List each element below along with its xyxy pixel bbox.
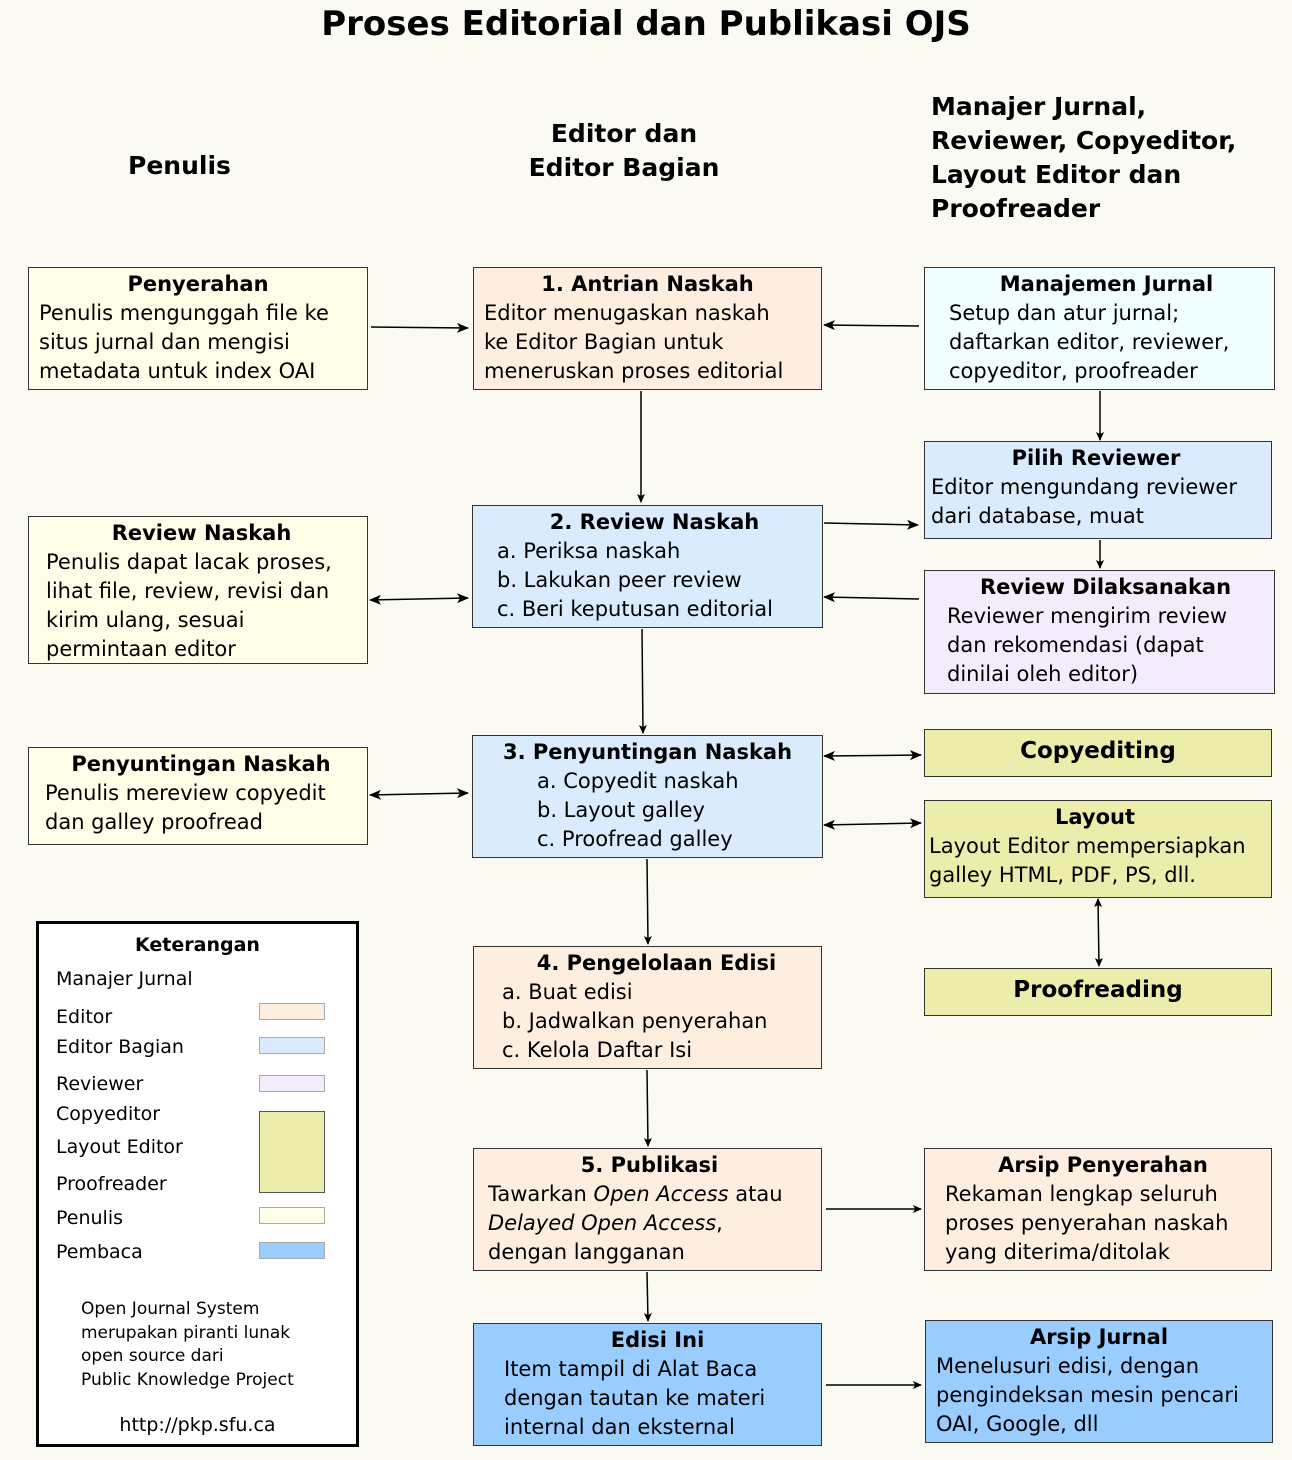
box-body: Editor mengundang reviewer dari database… bbox=[931, 475, 1237, 528]
box-body: Setup dan atur jurnal; daftarkan editor,… bbox=[949, 301, 1230, 383]
box-body: Reviewer mengirim review dan rekomendasi… bbox=[947, 604, 1228, 686]
box-title: Edisi Ini bbox=[610, 1328, 705, 1352]
legend-swatch-penulis bbox=[259, 1207, 325, 1224]
box-body: Penulis mengunggah file ke situs jurnal … bbox=[39, 301, 329, 383]
box-title: 3. Penyuntingan Naskah bbox=[502, 740, 793, 764]
arrow bbox=[823, 320, 920, 331]
box-proofreading: Proofreading bbox=[924, 968, 1272, 1016]
box-body: Menelusuri edisi, dengan pengindeksan me… bbox=[936, 1354, 1239, 1436]
legend-note: Open Journal System merupakan piranti lu… bbox=[81, 1299, 294, 1390]
column-heading-manajer: Manajer Jurnal, Reviewer, Copyeditor, La… bbox=[931, 92, 1237, 223]
box-body: a. Copyedit naskah b. Layout galley c. P… bbox=[537, 769, 739, 851]
body-italic: Delayed Open Access bbox=[488, 1211, 717, 1235]
legend-swatch-copyeditor-layout-proofreader bbox=[259, 1111, 325, 1193]
arrow bbox=[643, 858, 652, 945]
box-body: a. Periksa naskah b. Lakukan peer review… bbox=[497, 539, 774, 621]
column-heading-editor: Editor dan Editor Bagian bbox=[528, 119, 720, 182]
arrow bbox=[369, 593, 469, 605]
legend-swatch-reviewer bbox=[259, 1075, 325, 1092]
body-italic: Open Access bbox=[593, 1182, 729, 1206]
box-title: Arsip Jurnal bbox=[1029, 1325, 1169, 1349]
arrow bbox=[369, 788, 469, 800]
legend-item: Copyeditor bbox=[56, 1103, 161, 1125]
box-pengelolaan-edisi: 4. Pengelolaan Edisi a. Buat edisi b. Jad… bbox=[473, 946, 822, 1069]
body-text: , bbox=[716, 1211, 723, 1235]
box-title: Review Dilaksanakan bbox=[979, 575, 1232, 599]
box-title: Copyediting bbox=[1020, 738, 1176, 764]
arrow bbox=[823, 818, 922, 830]
arrow bbox=[643, 1069, 652, 1147]
box-title: 2. Review Naskah bbox=[549, 510, 760, 534]
box-title: 4. Pengelolaan Edisi bbox=[536, 951, 777, 975]
arrow bbox=[370, 322, 469, 333]
box-body: Item tampil di Alat Baca dengan tautan k… bbox=[504, 1357, 766, 1439]
box-title: Review Naskah bbox=[111, 521, 292, 545]
legend-swatch-editor-bagian bbox=[259, 1037, 325, 1054]
box-title: 1. Antrian Naskah bbox=[541, 272, 754, 296]
box-body: Layout Editor mempersiapkan galley HTML,… bbox=[929, 834, 1246, 887]
box-review-naskah: 2. Review Naskah a. Periksa naskah b. Lak… bbox=[472, 505, 823, 628]
box-copyediting: Copyediting bbox=[924, 729, 1272, 777]
arrow bbox=[823, 519, 919, 530]
box-title: Arsip Penyerahan bbox=[998, 1153, 1208, 1177]
box-title: Penyerahan bbox=[127, 272, 269, 296]
box-title: Layout bbox=[1054, 805, 1135, 829]
box-title: Manajemen Jurnal bbox=[999, 272, 1214, 296]
legend-item: Pembaca bbox=[56, 1241, 143, 1263]
legend-item: Proofreader bbox=[56, 1173, 167, 1195]
diagram-title: Proses Editorial dan Publikasi OJS bbox=[321, 4, 971, 44]
legend-item: Editor Bagian bbox=[56, 1036, 184, 1058]
legend-item: Layout Editor bbox=[56, 1136, 183, 1158]
pkp-url: http://pkp.sfu.ca bbox=[119, 1414, 276, 1436]
legend-swatch-pembaca bbox=[259, 1242, 325, 1259]
box-body: Penulis dapat lacak proses, lihat file, … bbox=[46, 550, 332, 661]
arrow bbox=[823, 750, 922, 761]
arrow bbox=[823, 592, 920, 603]
box-penyuntingan-naskah: 3. Penyuntingan Naskah a. Copyedit naskah… bbox=[472, 735, 823, 858]
legend-item: Reviewer bbox=[56, 1073, 144, 1095]
box-title: Penyuntingan Naskah bbox=[71, 752, 331, 776]
body-text: dengan langganan bbox=[488, 1240, 685, 1264]
box-title: 5. Publikasi bbox=[580, 1153, 719, 1177]
legend-swatch-editor bbox=[259, 1003, 325, 1020]
arrow bbox=[638, 628, 647, 734]
legend-title: Keterangan bbox=[135, 934, 260, 956]
arrow bbox=[1094, 898, 1103, 967]
arrow bbox=[643, 1271, 652, 1322]
box-body: a. Buat edisi b. Jadwalkan penyerahan c.… bbox=[502, 980, 768, 1062]
legend-item: Manajer Jurnal bbox=[56, 968, 193, 990]
legend: Keterangan Manajer Jurnal Editor Editor … bbox=[36, 921, 359, 1447]
legend-item: Editor bbox=[56, 1006, 113, 1028]
box-body: Editor menugaskan naskah ke Editor Bagia… bbox=[484, 301, 784, 383]
box-body: Rekaman lengkap seluruh proses penyeraha… bbox=[945, 1182, 1229, 1264]
column-heading-penulis: Penulis bbox=[128, 151, 231, 180]
body-text: Tawarkan bbox=[488, 1182, 594, 1206]
box-title: Proofreading bbox=[1013, 977, 1183, 1003]
box-title: Pilih Reviewer bbox=[1011, 446, 1181, 470]
box-body: Penulis mereview copyedit dan galley pro… bbox=[45, 781, 326, 834]
body-text: atau bbox=[728, 1182, 783, 1206]
legend-item: Penulis bbox=[56, 1207, 124, 1229]
